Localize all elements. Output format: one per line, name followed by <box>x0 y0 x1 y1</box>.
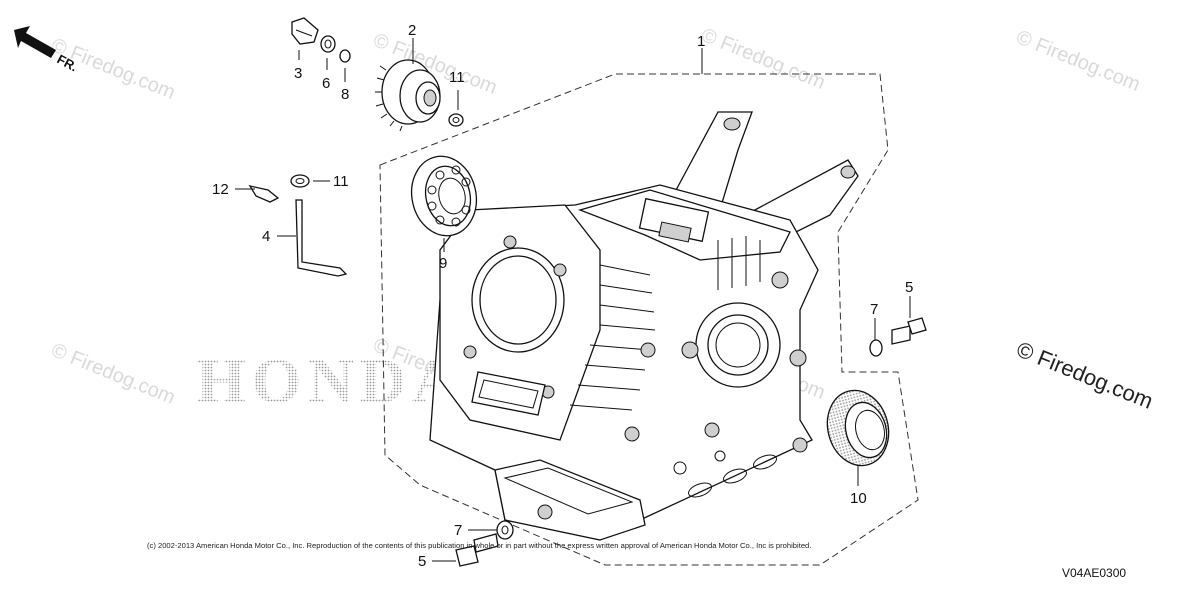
washer-7-bottom <box>496 520 514 540</box>
callout-11-upper: 11 <box>449 69 465 86</box>
washer-11-left <box>290 174 310 188</box>
governor-arm <box>295 199 348 277</box>
callout-9: 9 <box>439 255 447 272</box>
watermark-text: © Firedog.com <box>1013 26 1143 96</box>
washer-7-right <box>869 339 883 357</box>
watermark-text: © Firedog.com <box>48 339 178 409</box>
watermark-text: © Firedog.com <box>698 24 828 94</box>
callout-labels: 1 2 3 6 8 11 11 12 4 9 7 5 10 7 5 <box>212 22 913 570</box>
callout-2: 2 <box>408 22 416 39</box>
callout-5-right: 5 <box>905 279 913 296</box>
callout-6: 6 <box>322 75 330 92</box>
callout-7-right: 7 <box>870 301 878 318</box>
callout-1: 1 <box>697 33 705 50</box>
callout-3: 3 <box>294 65 302 82</box>
callout-11-left: 11 <box>333 173 349 190</box>
callout-7-bottom: 7 <box>454 522 462 539</box>
clip-8 <box>339 49 351 63</box>
callout-10: 10 <box>850 490 867 507</box>
governor-gear <box>375 59 441 132</box>
washer-6 <box>320 35 336 53</box>
oil-seal <box>826 389 890 467</box>
diagram-code: V04AE0300 <box>1062 566 1126 580</box>
leader-lines <box>235 38 911 562</box>
firedog-watermark: © Firedog.com <box>1013 336 1156 413</box>
callout-4: 4 <box>262 228 270 245</box>
brand-watermark: HONDA <box>196 345 464 416</box>
callout-5-bottom: 5 <box>418 553 426 570</box>
clip-12 <box>248 185 280 203</box>
drain-bolt-5-bottom <box>455 533 499 567</box>
callout-8: 8 <box>341 86 349 103</box>
callout-12: 12 <box>212 181 229 198</box>
assembly-boundary <box>379 73 919 566</box>
copyright-notice: (c) 2002-2013 American Honda Motor Co., … <box>147 541 811 550</box>
governor-shaft-pin <box>291 17 319 45</box>
bolt-5-right <box>891 317 927 345</box>
ball-bearing <box>410 155 478 237</box>
washer-11-upper <box>448 113 464 127</box>
crankcase <box>429 111 859 541</box>
